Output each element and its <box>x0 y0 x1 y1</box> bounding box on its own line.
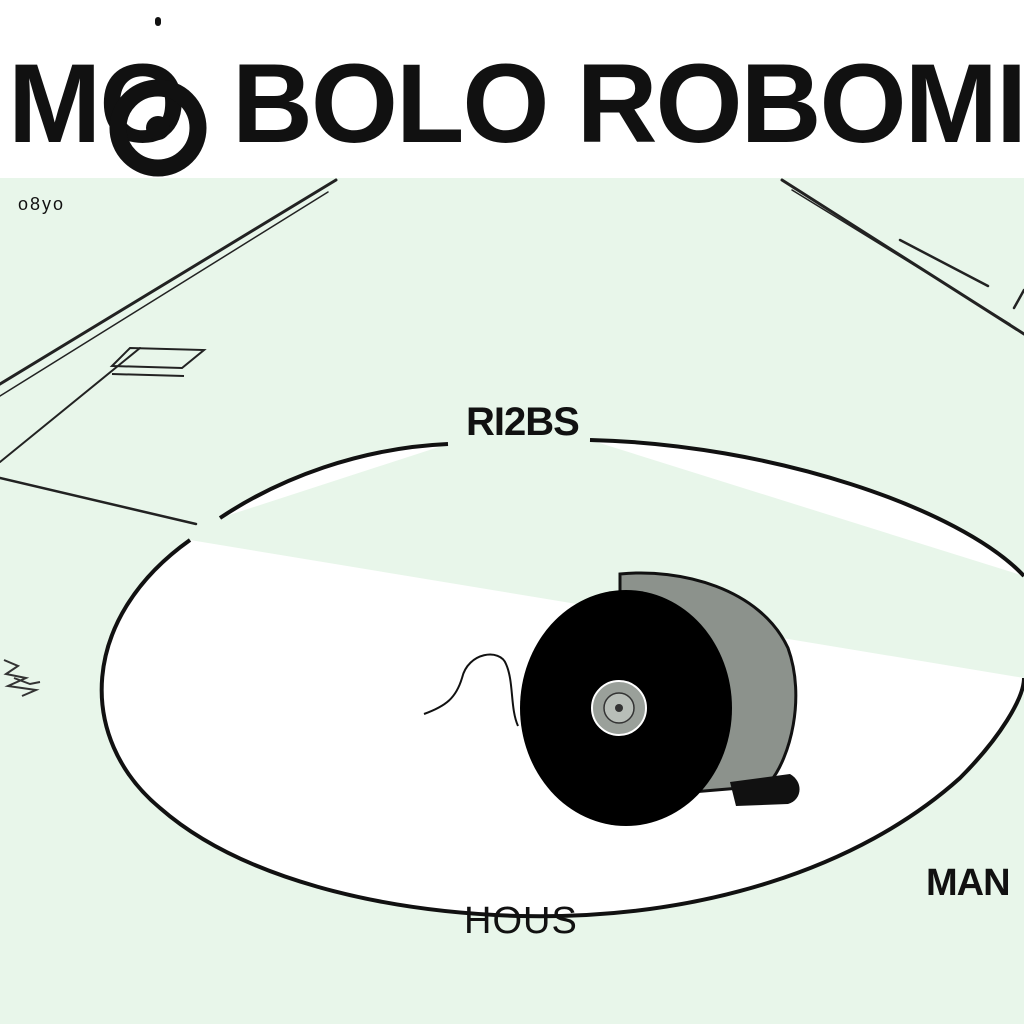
zone-label-bottom[interactable]: HOUS <box>464 900 578 942</box>
wall-lines <box>0 178 1024 526</box>
title-text-left: MO <box>8 41 186 166</box>
robot-vacuum-icon[interactable] <box>520 571 800 826</box>
target-icon <box>109 79 207 177</box>
zone-label-right[interactable]: MAN <box>926 862 1011 904</box>
map-view[interactable]: o8yo RI2BS HOUS MAN <box>0 178 1024 1024</box>
robot-path <box>423 653 519 727</box>
header: MO BOLO ROBOMI <box>0 0 1024 178</box>
page-title: MO BOLO ROBOMI <box>0 41 1024 177</box>
floor-plan <box>0 178 1024 919</box>
zone-label-top[interactable]: RI2BS <box>466 400 580 444</box>
map-marker <box>109 346 207 377</box>
title-text-right: BOLO ROBOMI <box>232 41 1024 166</box>
corner-label: o8yo <box>18 194 66 214</box>
header-dot <box>155 17 161 26</box>
scribble-icon <box>3 659 41 697</box>
